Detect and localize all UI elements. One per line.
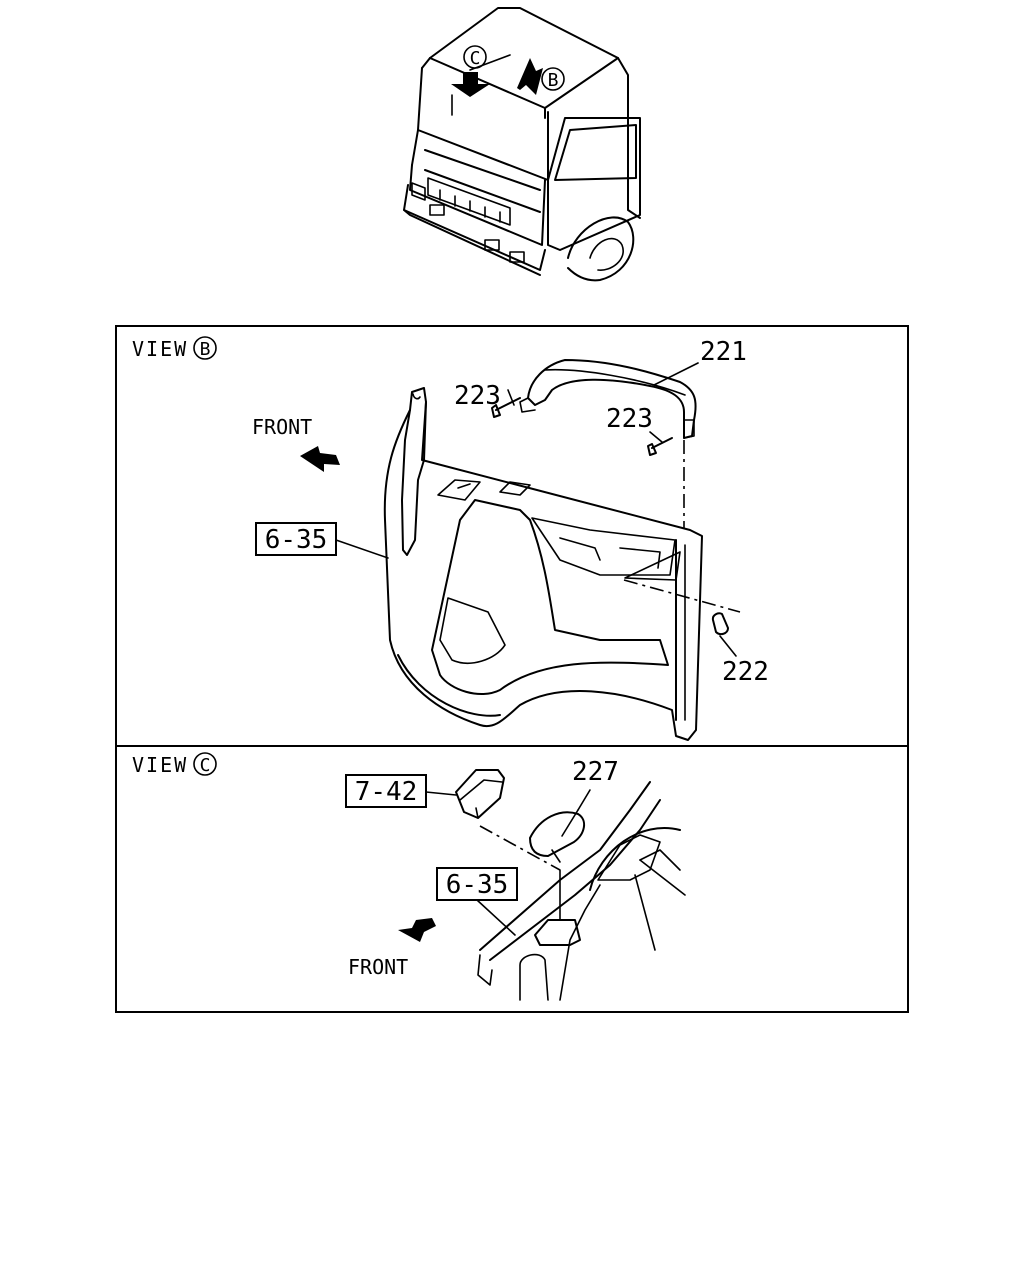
view-b-title: VIEW: [132, 337, 188, 361]
view-c-panel: VIEW C 7-42 227 6-35: [115, 745, 909, 1013]
part-223-b-label: 223: [606, 404, 653, 434]
view-b-circle: B: [200, 339, 211, 360]
view-b-ref-6-35: 6-35: [265, 525, 328, 555]
view-c-circle: C: [200, 755, 211, 776]
view-c-arrow: [451, 72, 490, 97]
marker-b: B: [548, 70, 559, 91]
marker-c: C: [470, 48, 481, 69]
part-227-label: 227: [572, 757, 619, 787]
truck-cab-illustration: C B: [403, 7, 641, 282]
inner-panel: [383, 387, 703, 741]
view-b-front-label: FRONT: [252, 415, 312, 439]
part-223-a-label: 223: [454, 381, 501, 411]
view-b-arrow: [517, 58, 543, 95]
clip-222: [711, 612, 729, 636]
front-arrow-icon: [398, 918, 436, 942]
screw-223-a: [491, 397, 521, 418]
part-221-label: 221: [700, 337, 747, 367]
front-arrow-icon: [300, 446, 340, 472]
part-222-label: 222: [722, 657, 769, 687]
view-c-title: VIEW: [132, 753, 188, 777]
lamp-unit-7-42: [455, 769, 505, 819]
cover-227: [529, 811, 586, 857]
view-c-front-label: FRONT: [348, 955, 408, 979]
screw-223-b: [647, 437, 673, 456]
view-c-ref-7-42: 7-42: [355, 777, 418, 807]
view-c-ref-6-35: 6-35: [446, 870, 509, 900]
assist-grip-221: [527, 359, 697, 439]
view-b-panel: VIEW B FRONT 6-35 221: [115, 325, 909, 747]
